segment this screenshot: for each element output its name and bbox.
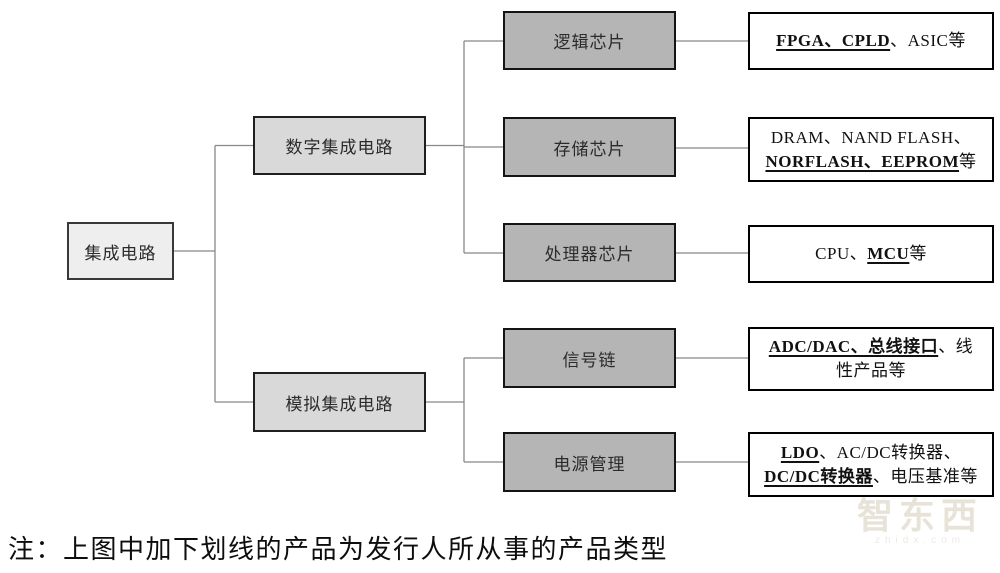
node-integrated-circuit: 集成电路 xyxy=(67,222,174,280)
watermark-text: 智东西 xyxy=(856,495,983,536)
node-memory-products: DRAM、NAND FLASH、NORFLASH、EEPROM等 xyxy=(748,117,994,182)
node-memory-chips: 存储芯片 xyxy=(503,117,676,177)
node-digital-ic: 数字集成电路 xyxy=(253,116,426,175)
node-power-management: 电源管理 xyxy=(503,432,676,492)
node-logic-products: FPGA、CPLD、ASIC等 xyxy=(748,12,994,70)
node-signal-chain-products: ADC/DAC、总线接口、线性产品等 xyxy=(748,327,994,391)
node-analog-ic: 模拟集成电路 xyxy=(253,372,426,432)
node-signal-chain: 信号链 xyxy=(503,328,676,388)
node-power-products: LDO、AC/DC转换器、DC/DC转换器、电压基准等 xyxy=(748,432,994,497)
node-processor-chips: 处理器芯片 xyxy=(503,223,676,282)
node-processor-products: CPU、MCU等 xyxy=(748,225,994,283)
watermark-logo: 智东西 zhidx.com xyxy=(840,495,1000,547)
watermark-subtext: zhidx.com xyxy=(874,535,965,546)
diagram-footnote: 注：上图中加下划线的产品为发行人所从事的产品类型 xyxy=(8,535,669,564)
node-logic-chips: 逻辑芯片 xyxy=(503,11,676,70)
